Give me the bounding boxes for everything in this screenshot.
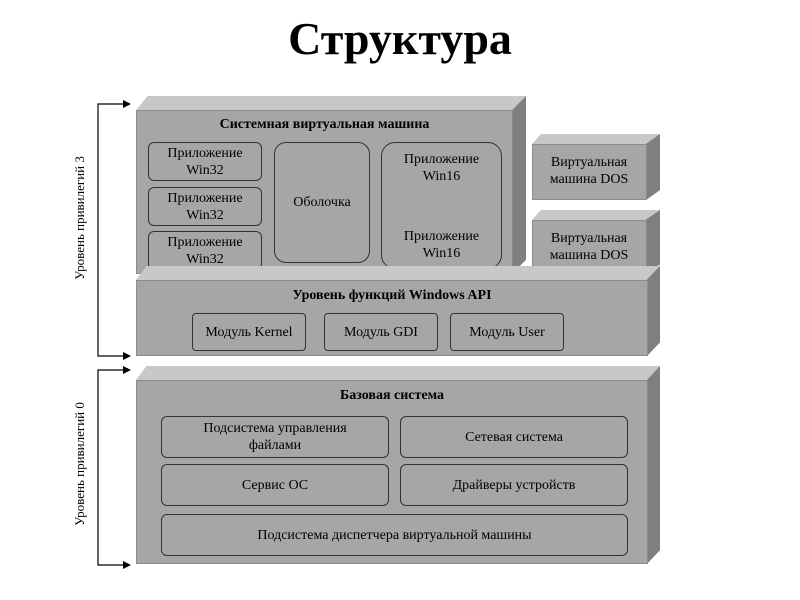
system-vm-header: Системная виртуальная машина bbox=[219, 117, 430, 132]
win32-app-3: Приложение Win32 bbox=[148, 231, 262, 270]
win16-app-1: Приложение Win16 bbox=[403, 152, 480, 184]
page-title: Структура bbox=[288, 13, 512, 64]
privilege-level-3-label: Уровень привилегий 3 bbox=[72, 156, 87, 280]
api-layer-header: Уровень функций Windows API bbox=[292, 288, 492, 303]
module-user: Модуль User bbox=[450, 313, 564, 351]
vm-manager-box: Подсистема диспетчера виртуальной машины bbox=[161, 514, 628, 556]
win16-app-2: Приложение Win16 bbox=[403, 229, 480, 261]
shell-box: Оболочка bbox=[274, 142, 370, 263]
module-gdi: Модуль GDI bbox=[324, 313, 438, 351]
network-system-box: Сетевая система bbox=[400, 416, 628, 458]
os-service-box: Сервис ОС bbox=[161, 464, 389, 506]
privilege-brackets bbox=[97, 100, 131, 569]
win32-app-1: Приложение Win32 bbox=[148, 142, 262, 181]
module-kernel: Модуль Kernel bbox=[192, 313, 306, 351]
win16-group: Приложение Win16 Приложение Win16 bbox=[381, 142, 502, 269]
privilege-level-0-label: Уровень привилегий 0 bbox=[72, 402, 87, 526]
file-subsystem-box: Подсистема управления файлами bbox=[161, 416, 389, 458]
win32-app-2: Приложение Win32 bbox=[148, 187, 262, 226]
device-drivers-box: Драйверы устройств bbox=[400, 464, 628, 506]
dos-vm-2-label: Виртуальная машина DOS bbox=[549, 231, 629, 263]
base-system-header: Базовая система bbox=[339, 388, 445, 403]
dos-vm-1-label: Виртуальная машина DOS bbox=[549, 155, 629, 187]
